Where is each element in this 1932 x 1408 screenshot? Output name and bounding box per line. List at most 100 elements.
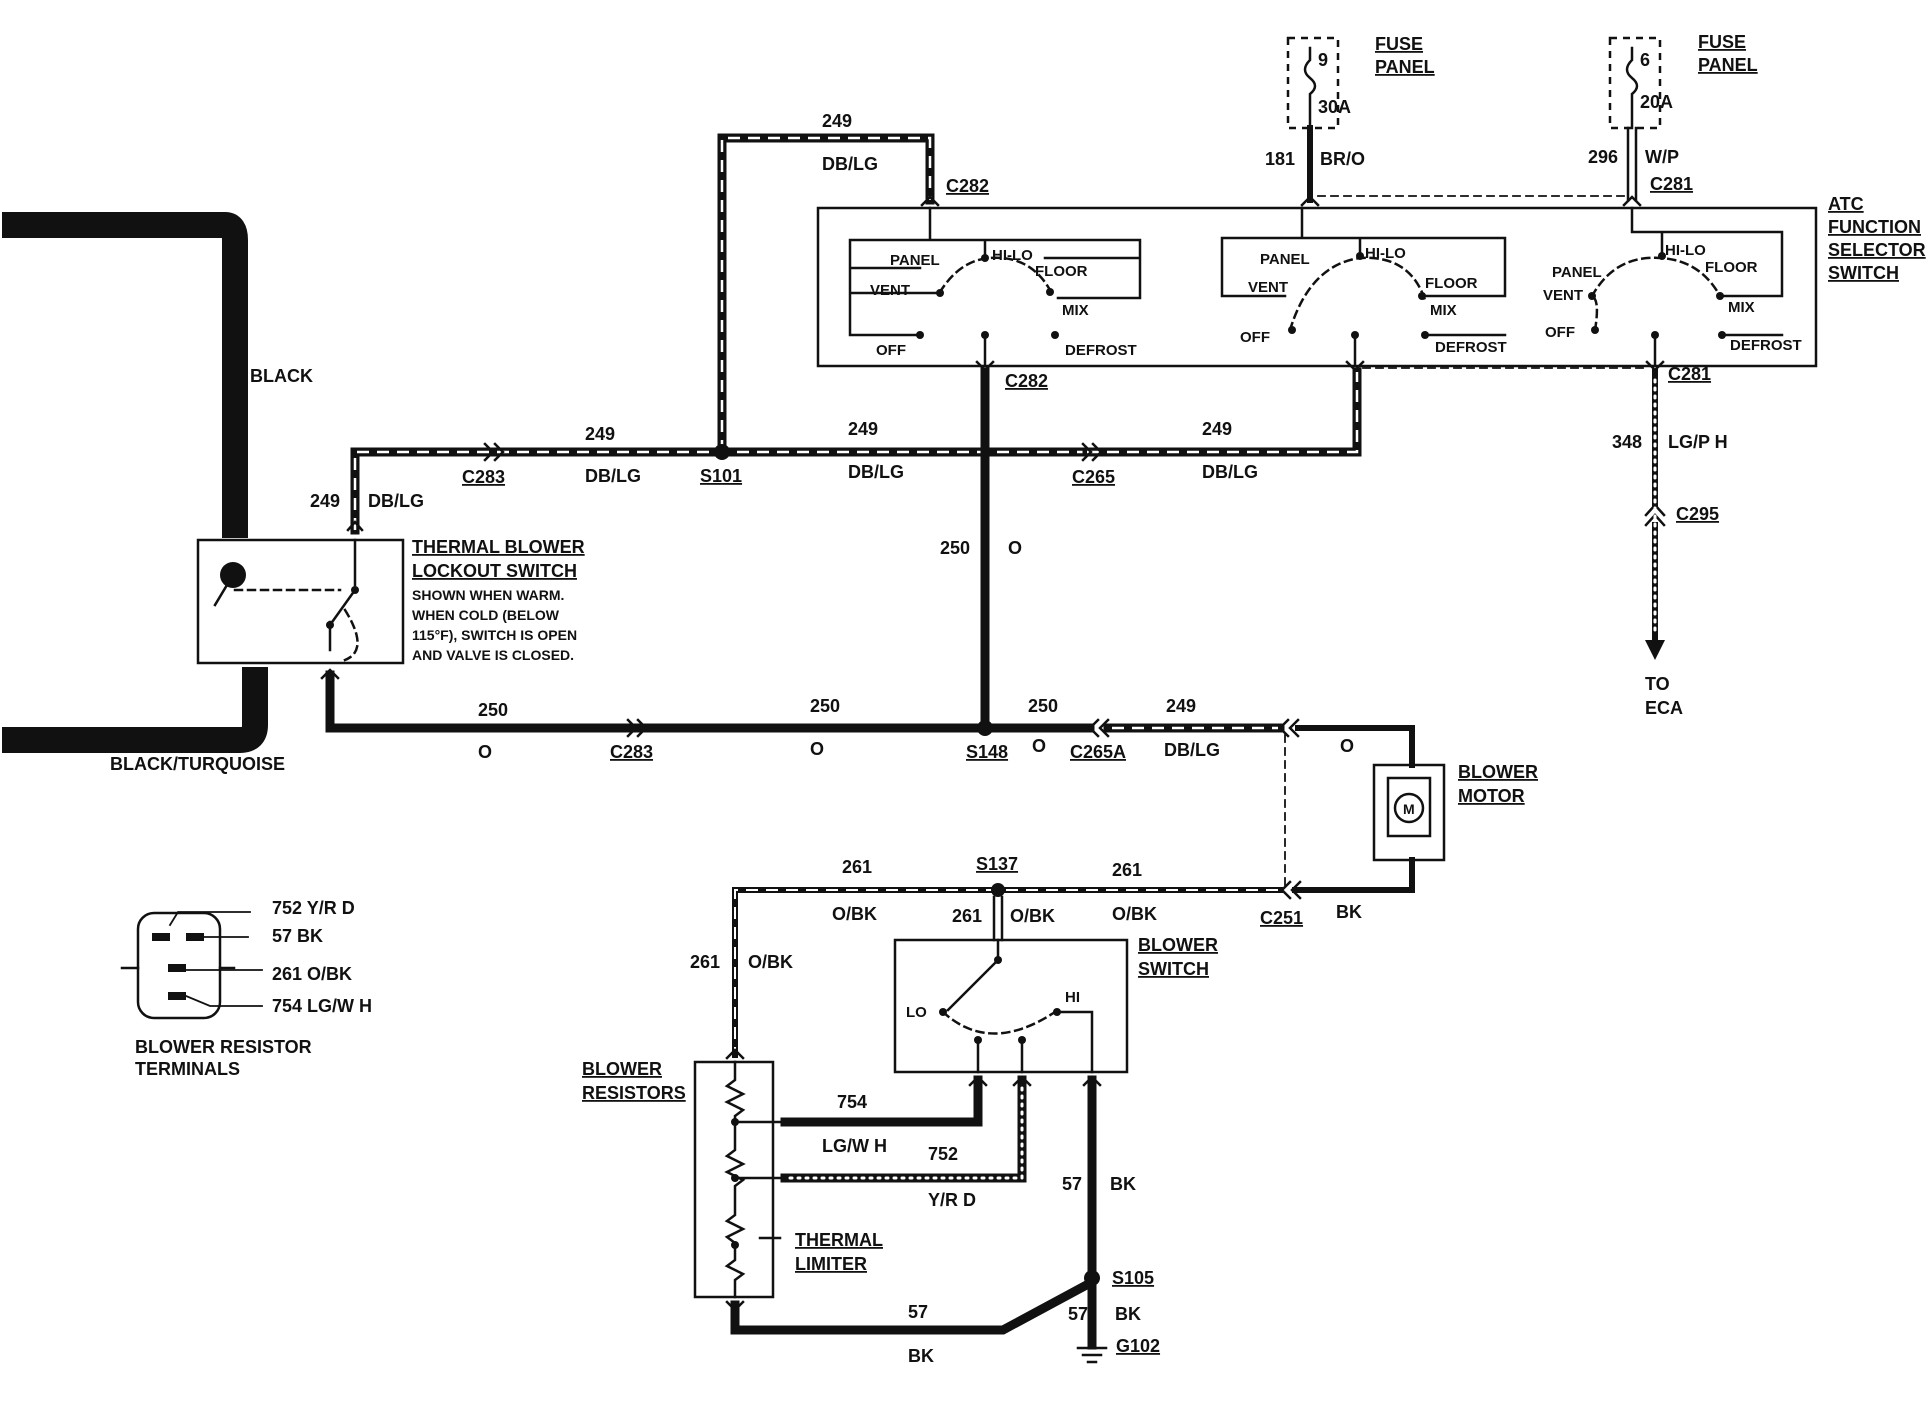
wire-754 [780,1075,983,1127]
w754-color: LG/W H [822,1136,887,1156]
w261-label-b: 261 [1112,860,1142,880]
black-turquoise-label: BLACK/TURQUOISE [110,754,285,774]
heater-hoses: BLACK BLACK/TURQUOISE [2,212,313,774]
fuse-1-label-1: FUSE [1375,34,1423,54]
atc-title-1: ATC [1828,194,1864,214]
w754-label: 754 [837,1092,867,1112]
resistor-string [724,1060,746,1299]
deck-3-hilo: HI-LO [1665,242,1706,259]
wire-296 [1626,126,1638,202]
w261-label-c: 261 [952,906,982,926]
to-eca-arrow [1645,640,1665,660]
deck-3-floor: FLOOR [1705,259,1758,276]
c265a-label: C265A [1070,742,1126,762]
w348-color: LG/P H [1668,432,1728,452]
w57-label-a: 57 [1062,1174,1082,1194]
w250-color-b: O [810,739,824,759]
w296-label: 296 [1588,147,1618,167]
thermal-limiter-label-2: LIMITER [795,1254,867,1274]
wire-249-main [350,447,1092,535]
w250-color-a: O [478,742,492,762]
thermal-note-1: SHOWN WHEN WARM. [412,587,564,603]
deck-3-mix: MIX [1728,299,1755,316]
deck-3-defrost: DEFROST [1730,337,1802,354]
blower-motor-inner [1386,776,1432,838]
w752-color: Y/R D [928,1190,976,1210]
c282-top-label: C282 [946,176,989,196]
splice-s137-dot [991,883,1005,897]
wire-249-right [1082,367,1362,457]
c283-connector-mark [483,442,505,462]
w250-color-d: O [1032,736,1046,756]
atc-deck-3: PANEL HI-LO FLOOR VENT MIX OFF DEFROST [1543,206,1802,372]
wire-752 [780,1075,1027,1183]
atc-title-2: FUNCTION [1828,217,1921,237]
c265-label: C265 [1072,467,1115,487]
fuse-panel-1: 9 30A FUSE PANEL 181 BR/O [1265,34,1435,207]
wire-motor-feed [1295,725,1415,768]
c281-bot-label: C281 [1668,364,1711,384]
c283-b-connector-mark [626,718,648,738]
c281-top-label: C281 [1650,174,1693,194]
wire-249-up [717,133,935,457]
to-eca-line-2: ECA [1645,698,1683,718]
terminal-752: 752 Y/R D [272,898,355,918]
w181-label: 181 [1265,149,1295,169]
atc-function-selector-switch: ATC FUNCTION SELECTOR SWITCH PANEL HI-LO… [816,194,1926,372]
blower-resistors-label-1: BLOWER [582,1059,662,1079]
deck-3-panel: PANEL [1552,264,1602,281]
w249-label-a: 249 [585,424,615,444]
circuit-250: 250 O 250 O 250 O 250 O C283 S148 C265A [320,367,1126,762]
w261-color-a: O/BK [832,904,877,924]
w261-color-b: O/BK [1112,904,1157,924]
fuse-panel-2-box [1608,36,1662,130]
w249-color-top: DB/LG [822,154,878,174]
fuse-panel-2: 6 20A FUSE PANEL 296 W/P C281 [1588,32,1758,207]
w261-label-a: 261 [842,857,872,877]
blower-switch-arm [946,938,1000,1012]
splice-s101-dot [714,444,730,460]
circuit-348: 348 LG/P H C295 TO ECA [1612,369,1728,718]
fuse-1-symbol [1303,46,1317,130]
blower-switch-lo: LO [906,1004,927,1021]
splice-s105-dot [1084,1270,1100,1286]
resistor-terminals: 752 Y/R D 57 BK 261 O/BK 754 LG/W H BLOW… [120,898,372,1079]
w250-label-d: 250 [1028,696,1058,716]
fuse-2-symbol [1625,46,1639,130]
terminal-leaders [168,911,263,1007]
w249-label-d: 249 [310,491,340,511]
deck-2-floor: FLOOR [1425,275,1478,292]
w57-label-b: 57 [908,1302,928,1322]
c265a-connector-mark [1088,718,1110,738]
w296-color: W/P [1645,147,1679,167]
blower-switch-label-2: SWITCH [1138,959,1209,979]
atc-deck-2: PANEL HI-LO FLOOR VENT MIX OFF DEFROST [1220,206,1507,372]
thermal-lockout-switch: THERMAL BLOWER LOCKOUT SWITCH SHOWN WHEN… [196,537,585,665]
thermal-limiter-label-1: THERMAL [795,1230,883,1250]
deck-3-off: OFF [1545,324,1575,341]
deck-2-vent: VENT [1248,279,1288,296]
deck-2-defrost: DEFROST [1435,339,1507,356]
deck-2-off: OFF [1240,329,1270,346]
w249-color-c: DB/LG [1202,462,1258,482]
thermal-sensor-arm [213,573,235,607]
ground-symbol [1076,1346,1108,1364]
w250-label-c: 250 [940,538,970,558]
w261-color-d: O/BK [748,952,793,972]
motor-feed-color: O [1340,736,1354,756]
terminal-754: 754 LG/W H [272,996,372,1016]
deck-2-panel: PANEL [1260,251,1310,268]
thermal-contacts [328,538,357,652]
deck-1-floor: FLOOR [1035,263,1088,280]
blower-switch-arc [941,1010,1057,1035]
atc-title-4: SWITCH [1828,263,1899,283]
circuit-249: 249 DB/LG 249 DB/LG 249 DB/LG 249 DB/LG … [310,111,1362,535]
deck-1-defrost: DEFROST [1065,342,1137,359]
thermal-note-4: AND VALVE IS CLOSED. [412,647,574,663]
wire-57-resistor [730,1274,1097,1350]
s148-label: S148 [966,742,1008,762]
w57-label-c: 57 [1068,1304,1088,1324]
s137-label: S137 [976,854,1018,874]
blower-resistors: BLOWER RESISTORS THERMAL LIMITER [582,1059,883,1299]
blower-switch: LO HI BLOWER SWITCH [893,935,1218,1074]
